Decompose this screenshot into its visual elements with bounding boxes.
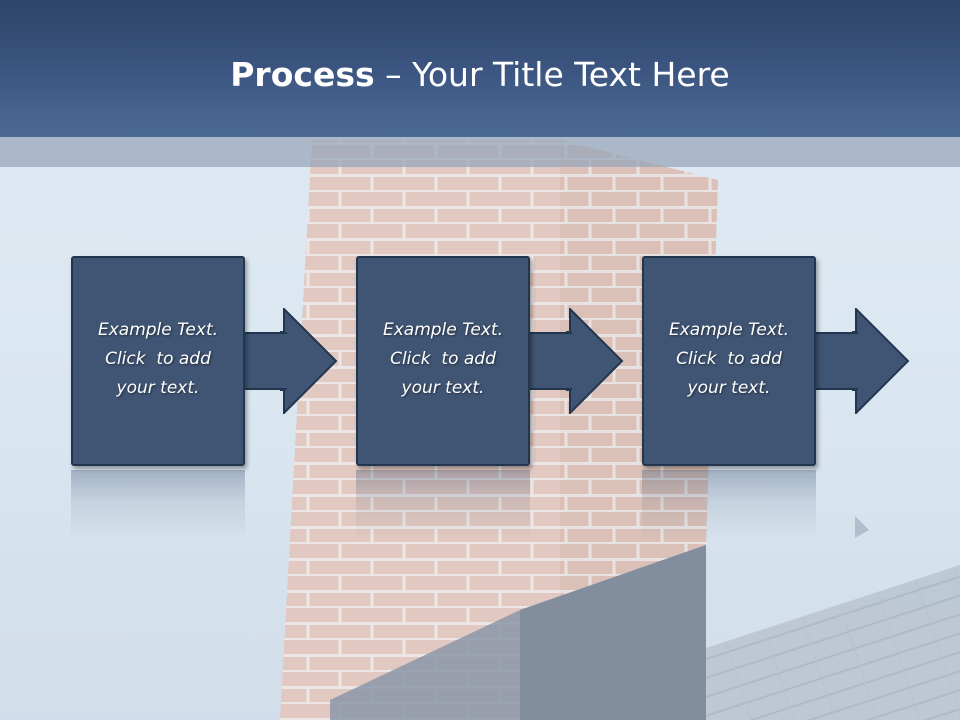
step-1-text[interactable]: Example Text. Click to add your text.	[83, 316, 233, 403]
right-arrow-icon	[280, 308, 338, 414]
step-3-reflection	[642, 470, 816, 540]
process-step-1[interactable]: Example Text. Click to add your text.	[71, 256, 245, 466]
step-text-line: Example Text.	[668, 319, 790, 340]
step-2-reflection	[356, 470, 530, 540]
step-text-line: your text.	[401, 377, 485, 398]
step-text-line: Example Text.	[97, 319, 219, 340]
step-text-line: your text.	[687, 377, 771, 398]
step-text-line: Example Text.	[382, 319, 504, 340]
arrow-shaft	[814, 332, 858, 390]
step-2-text[interactable]: Example Text. Click to add your text.	[368, 316, 518, 403]
step-text-line: your text.	[116, 377, 200, 398]
title-bar	[0, 0, 960, 137]
step-text-line: Click to add	[105, 348, 211, 369]
arrow-shaft	[528, 332, 572, 390]
right-arrow-icon	[566, 308, 624, 414]
process-step-3[interactable]: Example Text. Click to add your text.	[642, 256, 816, 466]
step-1-reflection	[71, 470, 245, 540]
step-3-text[interactable]: Example Text. Click to add your text.	[654, 316, 804, 403]
process-step-2[interactable]: Example Text. Click to add your text.	[356, 256, 530, 466]
right-arrow-icon	[852, 308, 910, 414]
slide-title[interactable]: Process – Your Title Text Here	[0, 54, 960, 96]
arrow-shaft	[243, 332, 287, 390]
step-text-line: Click to add	[390, 348, 496, 369]
arrow-reflection	[855, 516, 869, 538]
step-text-line: Click to add	[676, 348, 782, 369]
title-rest: – Your Title Text Here	[374, 55, 730, 94]
title-underband	[0, 137, 960, 167]
title-bold: Process	[230, 55, 375, 94]
